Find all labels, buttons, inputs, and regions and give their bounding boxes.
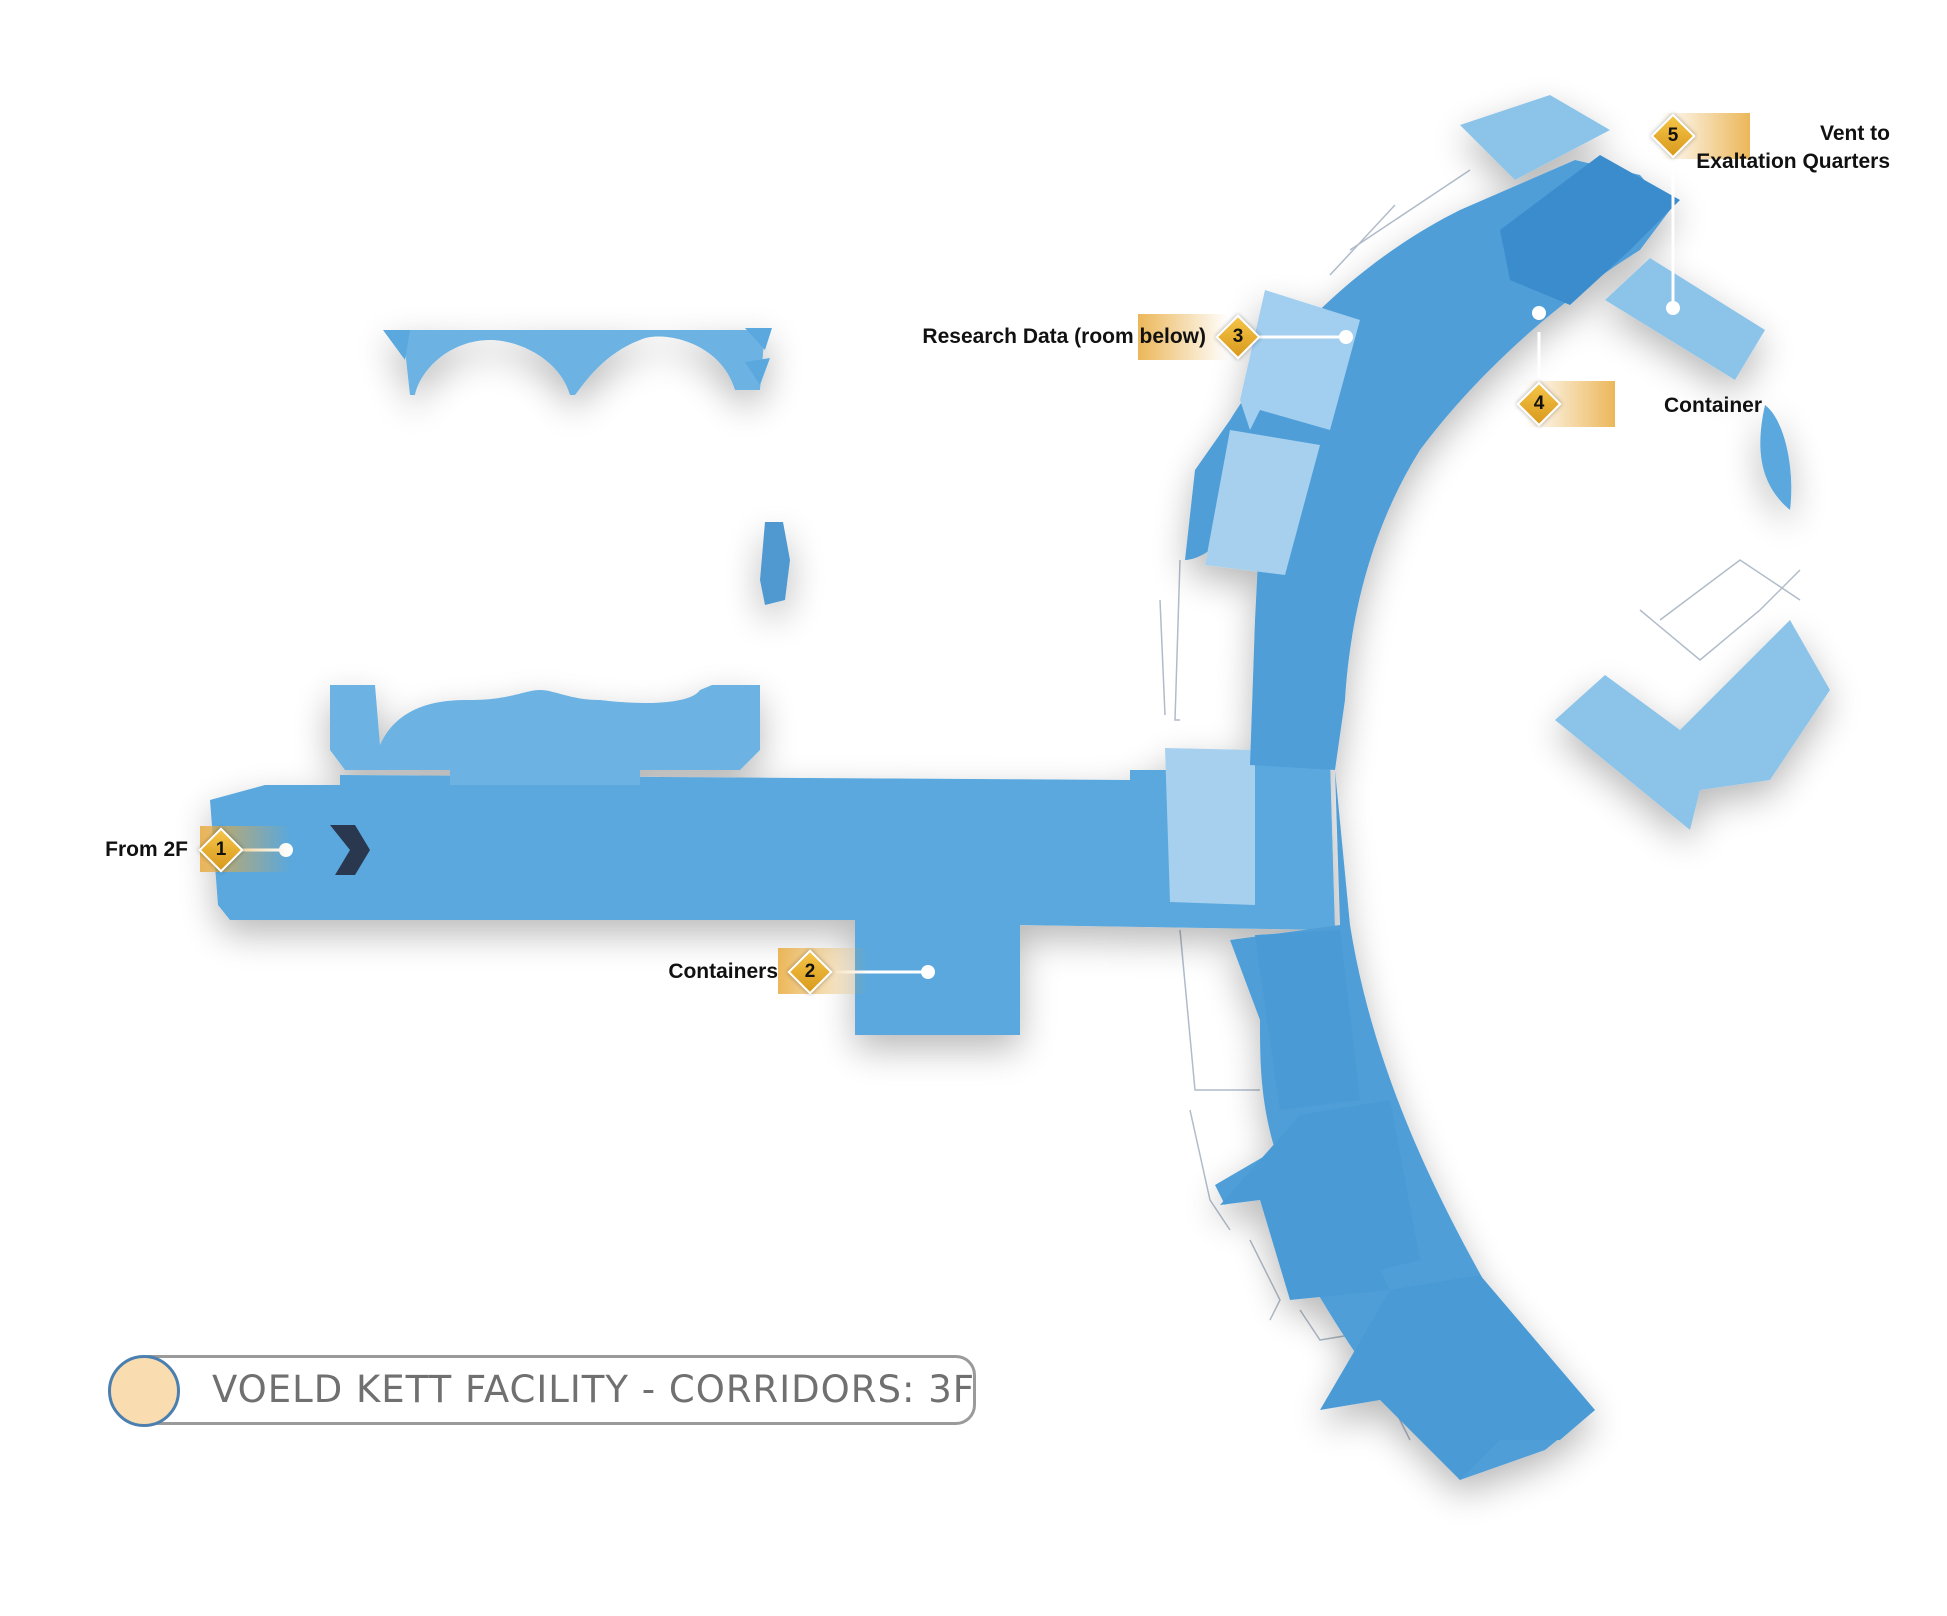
upper-room-wing (330, 685, 760, 785)
map-title-banner: VOELD KETT FACILITY - CORRIDORS: 3F (108, 1355, 978, 1427)
room-container (1605, 258, 1765, 380)
marker-5-label-line2: Exaltation Quarters (1696, 150, 1890, 173)
marker-3[interactable]: 3 (1215, 314, 1261, 360)
marker-5[interactable]: 5 (1650, 113, 1696, 159)
marker-chevron (330, 825, 370, 875)
marker-endpoints (279, 301, 1680, 979)
room-research-data (1240, 290, 1360, 430)
marker-1-label: From 2F (105, 838, 188, 861)
marker-1[interactable]: 1 (198, 827, 244, 873)
floor-plan (210, 95, 1830, 1480)
marker-2-label: Containers (668, 960, 778, 983)
map-title: VOELD KETT FACILITY - CORRIDORS: 3F (212, 1368, 976, 1411)
room-small-curve (1760, 405, 1792, 510)
marker-1-number: 1 (215, 839, 227, 860)
stair-fragment (760, 522, 790, 605)
hub-room (1165, 748, 1255, 905)
room-dark-strip (1500, 155, 1680, 305)
structure-lines (1159, 169, 1801, 1441)
marker-2-number: 2 (804, 961, 816, 982)
upper-bridge (385, 330, 765, 395)
title-pill (148, 1355, 976, 1425)
room-lower-block-3 (1320, 1275, 1595, 1480)
room-lower-block-2 (1220, 1100, 1420, 1300)
title-circle-icon (108, 1355, 180, 1427)
room-top-panel (1460, 95, 1610, 180)
marker-3-label: Research Data (room below) (922, 325, 1206, 348)
room-v-shape (1555, 620, 1830, 830)
room-lower-block-1 (1255, 930, 1360, 1110)
marker-3-glow (1138, 314, 1228, 360)
upper-bridge-notch-right (745, 328, 772, 385)
main-corridor (210, 760, 1335, 1035)
curved-arm-upper (1185, 160, 1670, 770)
marker-4-label: Container (1664, 394, 1763, 417)
marker-5-label: Vent to Exaltation Quarters (1620, 120, 1890, 176)
upper-bridge-notch-left (383, 330, 410, 360)
marker-5-label-line1: Vent to (1819, 122, 1890, 145)
marker-4-number: 4 (1533, 393, 1545, 414)
marker-2[interactable]: 2 (787, 949, 833, 995)
marker-3-number: 3 (1232, 326, 1244, 347)
marker-5-number: 5 (1667, 125, 1679, 146)
lower-room-containers (855, 920, 1020, 1035)
marker-4[interactable]: 4 (1516, 381, 1562, 427)
room-left-panel (1205, 430, 1320, 575)
